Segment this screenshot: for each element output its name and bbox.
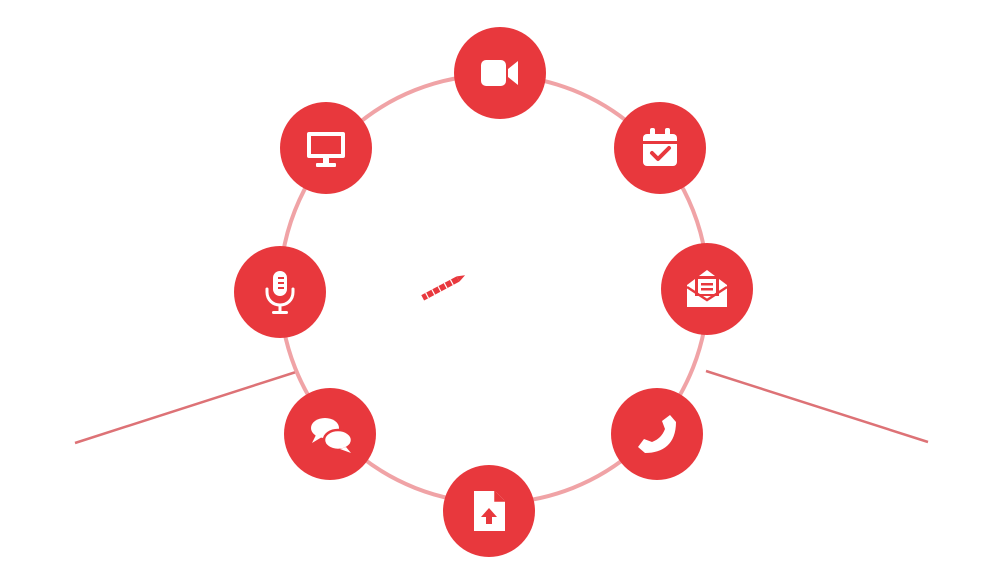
calendar-check-icon [614, 102, 706, 194]
right-connector-line [705, 369, 929, 444]
pencil-icon [421, 275, 466, 301]
envelope-open-text-icon [661, 243, 753, 335]
phone-icon [611, 388, 703, 480]
phone-node[interactable] [611, 388, 703, 480]
email-node[interactable] [661, 243, 753, 335]
file-upload-icon [443, 465, 535, 557]
calendar-node[interactable] [614, 102, 706, 194]
chat-bubbles-icon [284, 388, 376, 480]
left-connector-line [74, 370, 297, 445]
microphone-icon [234, 246, 326, 338]
video-camera-icon [454, 27, 546, 119]
microphone-node[interactable] [234, 246, 326, 338]
chat-node[interactable] [284, 388, 376, 480]
video-camera-node[interactable] [454, 27, 546, 119]
monitor-icon [280, 102, 372, 194]
monitor-node[interactable] [280, 102, 372, 194]
file-upload-node[interactable] [443, 465, 535, 557]
